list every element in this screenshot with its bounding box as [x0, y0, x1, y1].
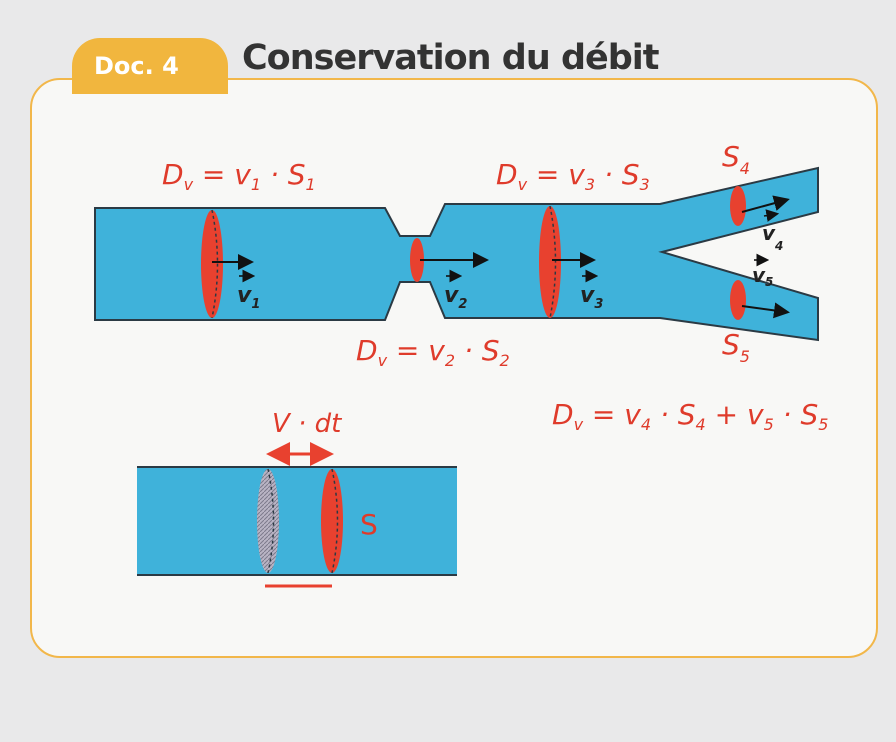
cross-section-s1	[201, 210, 223, 318]
page-title: Conservation du débit	[242, 38, 660, 78]
equation-flow-3: Dv = v3 · S3	[496, 158, 650, 194]
equation-flow-2: Dv = v2 · S2	[356, 334, 510, 370]
velocity-label-1: v1	[237, 283, 260, 312]
section-label-s5: S5	[722, 328, 750, 366]
pipe-main	[94, 166, 819, 342]
cross-section-s2	[410, 238, 424, 282]
cross-section-s3	[539, 206, 561, 318]
volume-section-end	[321, 469, 343, 573]
velocity-label-2: v2	[444, 283, 467, 312]
cross-section-s5	[730, 280, 746, 320]
section-label-s4: S4	[722, 140, 750, 178]
equation-flow-total: Dv = v4 · S4 + v5 · S5	[552, 398, 828, 434]
surface-label: S	[360, 508, 378, 541]
doc-badge: Doc. 4	[72, 38, 228, 94]
volume-length-label: V · dt	[272, 409, 342, 439]
velocity-label-5: v5	[752, 263, 773, 289]
velocity-arrow-5	[741, 302, 790, 319]
doc-badge-label: Doc. 4	[94, 52, 179, 80]
cross-section-s4	[730, 186, 746, 226]
velocity-label-3: v3	[580, 283, 603, 312]
volume-section-start	[257, 469, 279, 573]
velocity-label-4: v4	[762, 221, 783, 253]
equation-flow-1: Dv = v1 · S1	[162, 158, 316, 194]
pipe-volume	[137, 467, 457, 575]
velocity-arrow-4	[741, 195, 790, 213]
